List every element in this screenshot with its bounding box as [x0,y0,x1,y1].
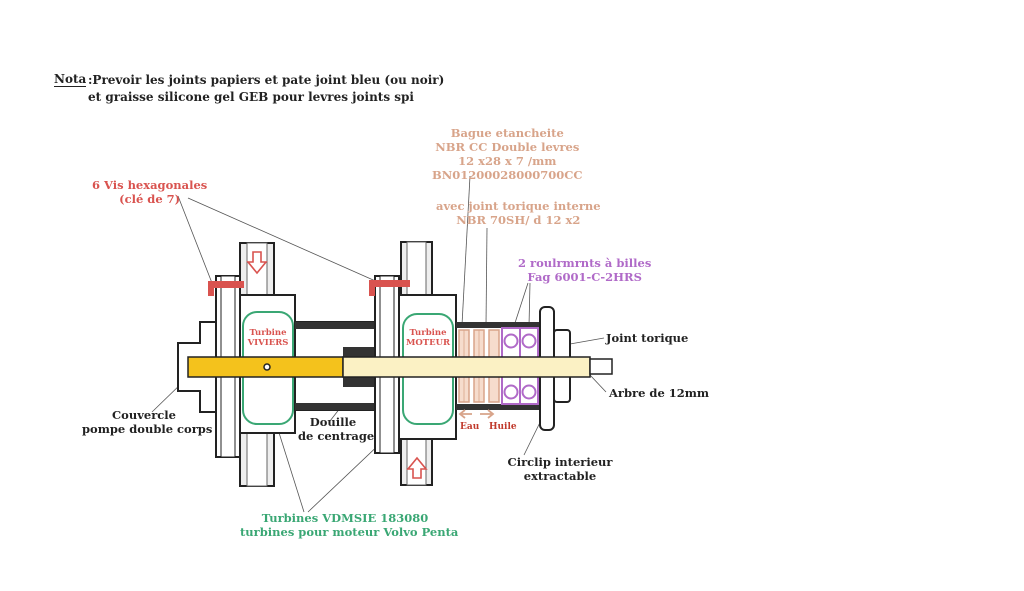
leader-joint-torique [569,337,605,345]
internal-oring-label-line-2: NBR 70SH/ d 12 x2 [456,213,581,227]
outlet-arrow-viviers-down [246,251,268,275]
bearing-block-bar-top [456,322,542,328]
circlip-label-line-2: extractable [523,469,597,483]
joint-torique-label: Joint torique [606,331,689,345]
screws-label-line-2: (clé de 7) [119,192,181,206]
viviers-outlet-top-inner [246,242,268,296]
internal-oring-label-line-1: avec joint torique interne [436,199,601,213]
hex-screw-right [369,280,410,296]
internal-oring-label: avec joint torique interne NBR 70SH/ d 1… [436,199,601,227]
leader-bearings-2 [528,282,531,327]
spacer-bar-bottom [295,403,375,410]
leader-bearings-1 [513,282,529,327]
ball-2b [521,384,537,400]
centering-bushing-bottom [343,377,376,387]
spacer-bar-top [295,322,375,329]
outlet-arrow-moteur-up [406,456,428,479]
seal-label-line-4: BN01200028000700CC [432,168,583,182]
circlip-label-line-1: Circlip interieur [507,455,613,469]
viviers-outlet-bottom-inner [246,432,268,487]
douille-label: Douille de centrage [298,415,375,443]
bearings-label-line-2: Fag 6001-C-2HRS [527,270,642,284]
leader-arbre [589,374,607,393]
circlip-label: Circlip interieur extractable [505,455,615,483]
couvercle-label: Couvercle pompe double corps [82,408,213,436]
turbine-moteur-label: Turbine MOTEUR [405,328,451,348]
seal-label-line-1: Bague etancheite [450,126,564,140]
turbine-viviers-label: Turbine VIVIERS [245,328,291,348]
note-label: Nota [54,72,87,87]
leader-seal [461,175,471,326]
eau-label: Eau [460,422,480,432]
douille-label-line-1: Douille [309,415,357,429]
screws-label-line-1: 6 Vis hexagonales [92,178,208,192]
turbine-viviers-label-line-1: Turbine [249,328,287,338]
turbine-viviers-label-line-2: VIVIERS [247,338,289,348]
leader-turbines-left [274,419,305,513]
arbre-label: Arbre de 12mm [609,386,710,400]
turbines-label: Turbines VDMSIE 183080 turbines pour mot… [240,511,459,539]
ball-2a [521,333,537,349]
huile-label: Huile [489,422,517,432]
douille-label-line-2: de centrage [298,429,375,443]
seal-label-line-3: 12 x28 x 7 /mm [458,154,557,168]
leader-screws-left [177,195,213,284]
ball-1b [503,384,519,400]
leader-screws-right [187,197,381,284]
shaft-light-section [342,356,591,378]
turbine-moteur-label-line-2: MOTEUR [405,338,451,348]
shaft-key-hole [263,363,271,371]
moteur-outlet-top-inner [406,241,427,296]
turbines-label-line-1: Turbines VDMSIE 183080 [261,511,429,525]
eau-arrow-left [458,409,472,419]
bearings-label-line-1: 2 roulrmrnts à billes [518,256,652,270]
screws-label: 6 Vis hexagonales (clé de 7) [92,178,207,206]
seal-label: Bague etancheite NBR CC Double levres 12… [432,126,583,182]
note-line-2: et graisse silicone gel GEB pour levres … [88,90,414,104]
shaft-end [589,358,613,375]
seal-label-line-2: NBR CC Double levres [435,140,580,154]
note-text: :Prevoir les joints papiers et pate join… [88,72,444,106]
bearing-block-bar-bottom [456,404,542,410]
turbines-label-line-2: turbines pour moteur Volvo Penta [240,525,459,539]
huile-arrow-right [480,409,495,419]
turbine-moteur-label-line-1: Turbine [409,328,447,338]
bearings-label: 2 roulrmrnts à billes Fag 6001-C-2HRS [518,256,651,284]
centering-bushing-top [343,347,376,357]
note-line-1: :Prevoir les joints papiers et pate join… [88,73,445,87]
leader-oring-int [485,227,488,326]
couvercle-label-line-1: Couvercle [112,408,176,422]
hex-screw-left [208,281,244,296]
ball-1a [503,333,519,349]
couvercle-label-line-2: pompe double corps [82,422,213,436]
